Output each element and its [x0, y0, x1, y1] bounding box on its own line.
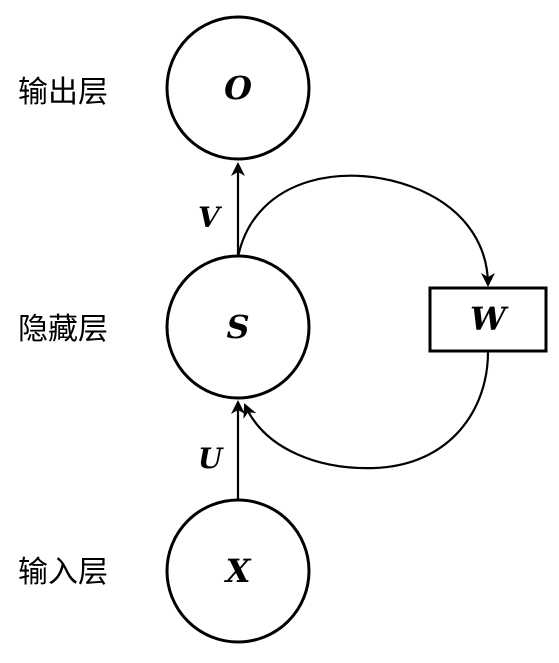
hidden-to-output-label: V	[198, 201, 223, 234]
recurrent-weight-label: W	[470, 300, 509, 338]
output-node-label: O	[224, 69, 252, 107]
input-node-label: X	[224, 552, 252, 590]
hidden-node-label: S	[226, 308, 249, 346]
output-node	[165, 15, 311, 161]
input-to-hidden-label: U	[198, 442, 224, 475]
w-to-hidden-arrow	[243, 351, 490, 470]
input-node	[165, 498, 311, 644]
hidden-node	[165, 254, 311, 400]
output-layer-label: 输出层	[18, 75, 108, 110]
hidden-layer-label: 隐藏层	[18, 312, 108, 347]
recurrent-weight-box	[428, 286, 548, 353]
hidden-to-w-arrow	[236, 174, 495, 287]
input-layer-label: 输入层	[18, 555, 108, 590]
